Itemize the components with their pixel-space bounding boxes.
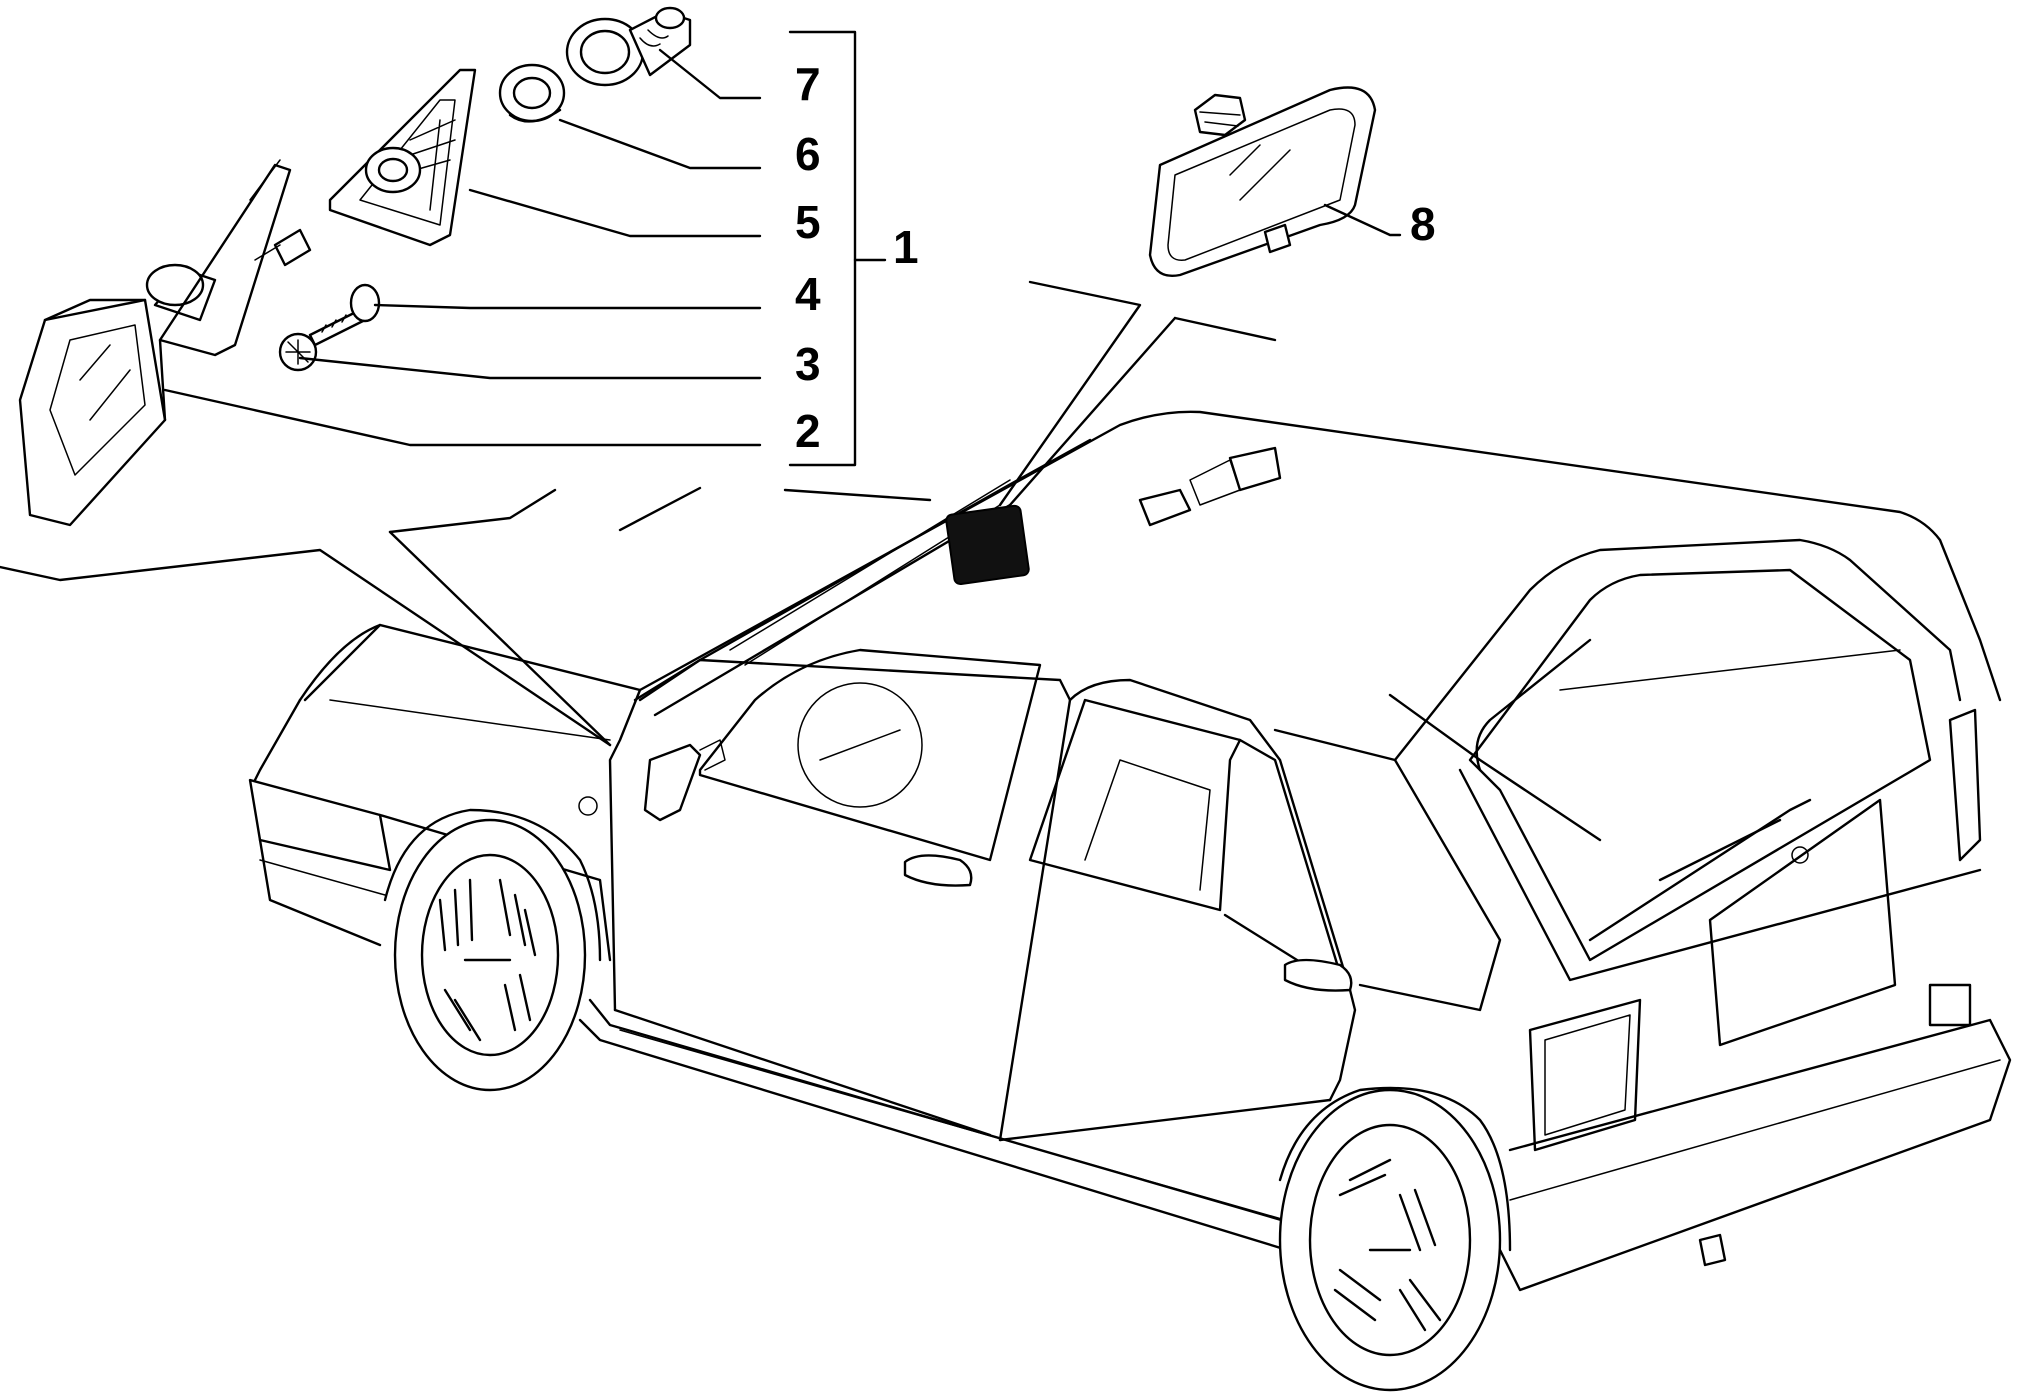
label-part-3: 3 [795, 338, 821, 390]
label-part-7: 7 [795, 58, 821, 110]
car-illustration [248, 410, 2012, 1392]
interior-rear-view-mirror [1148, 86, 1377, 277]
label-part-2: 2 [795, 405, 821, 457]
exploded-mirror-parts [278, 6, 692, 372]
label-part-5: 5 [795, 196, 821, 248]
exploded-door-mirror [18, 159, 312, 527]
label-part-8: 8 [1410, 198, 1436, 250]
label-part-4: 4 [795, 268, 821, 320]
label-part-1: 1 [893, 221, 919, 273]
leader-lines [0, 30, 1402, 747]
label-part-6: 6 [795, 128, 821, 180]
